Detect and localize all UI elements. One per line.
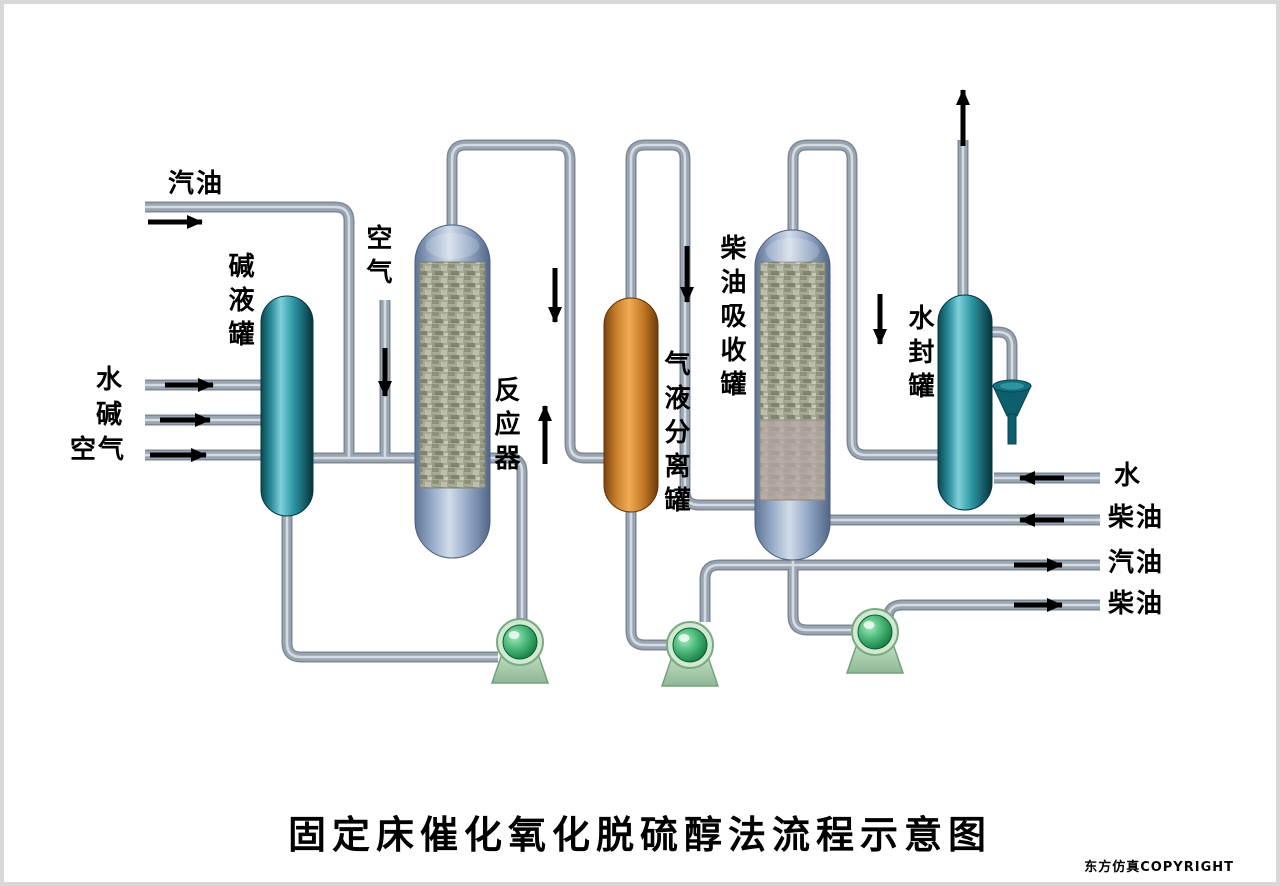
water-seal-tank-vessel xyxy=(937,294,993,511)
absorber-packing-lower-texture xyxy=(760,420,825,500)
label-caustic-tank: 碱液罐 xyxy=(224,252,254,354)
pump-impeller xyxy=(502,624,538,660)
reactor-dome-highlight xyxy=(425,233,480,259)
pump-highlight xyxy=(678,634,690,642)
pump-1 xyxy=(490,618,550,684)
caustic-tank-vessel xyxy=(260,295,314,517)
pump-3 xyxy=(845,608,905,674)
pump-impeller xyxy=(672,627,708,663)
funnel xyxy=(992,379,1032,445)
label-water-in: 水 xyxy=(96,365,125,395)
label-absorber: 柴油吸收罐 xyxy=(716,234,746,404)
label-air-top: 空气 xyxy=(362,224,392,292)
separator-vessel xyxy=(603,297,659,513)
funnel-stem xyxy=(1007,413,1017,445)
label-water-seal-tank: 水封罐 xyxy=(904,304,934,406)
flow-arrows xyxy=(148,89,1064,612)
label-gasoline-out: 汽油 xyxy=(1108,548,1165,578)
absorber-dome-highlight xyxy=(765,238,820,264)
funnel-rim-inner xyxy=(1000,382,1024,390)
pump-highlight xyxy=(863,621,875,629)
pipe-gasoline-out xyxy=(705,565,1100,622)
label-gasoline-in: 汽油 xyxy=(168,169,225,199)
label-reactor: 反应器 xyxy=(490,376,520,478)
pump-2 xyxy=(660,621,720,687)
pump-highlight xyxy=(508,631,520,639)
reactor-catalyst-bed xyxy=(419,261,486,489)
label-separator: 气液分离罐 xyxy=(660,350,690,520)
label-diesel-in-right: 柴油 xyxy=(1108,503,1165,533)
copyright-watermark: 东方仿真COPYRIGHT xyxy=(1084,860,1234,875)
pipe-diesel-out xyxy=(888,605,1100,621)
absorber-packing-upper xyxy=(759,261,826,421)
label-caustic-in: 碱 xyxy=(96,400,125,430)
label-air-in: 空气 xyxy=(70,435,127,465)
label-water-right: 水 xyxy=(1114,461,1143,491)
diagram-title: 固定床催化氧化脱硫醇法流程示意图 xyxy=(287,812,992,857)
label-diesel-out: 柴油 xyxy=(1108,589,1165,619)
pump-impeller xyxy=(857,614,893,650)
